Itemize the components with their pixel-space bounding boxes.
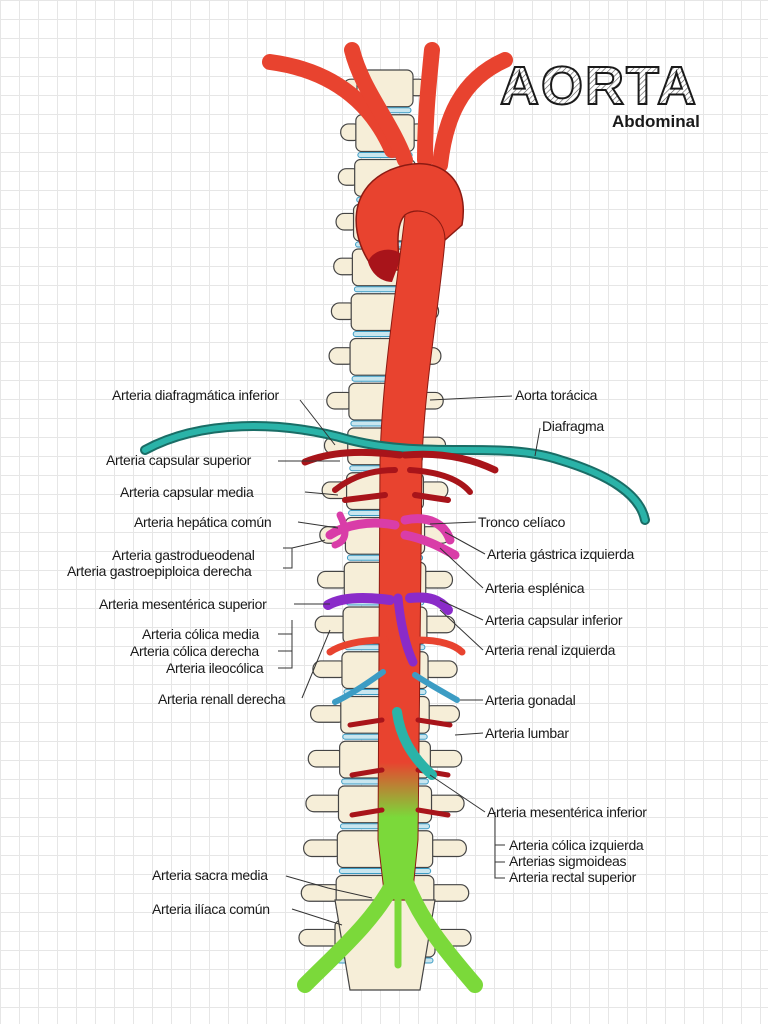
middle-suprarenal-branch	[342, 492, 388, 503]
label-arteria-colica-media: Arteria cólica media	[142, 626, 259, 642]
diaphragm-fill	[142, 423, 648, 523]
label-arteria-esplenica: Arteria esplénica	[485, 580, 585, 596]
iliac-left-bifurcation	[297, 872, 403, 993]
lumbar-right-3	[415, 807, 451, 818]
label-arteria-iliaca-comun: Arteria ilíaca común	[152, 901, 270, 917]
inferior-phrenic-branch-right	[401, 450, 499, 474]
aortic-arch	[355, 163, 464, 271]
descending-aorta	[377, 210, 446, 901]
ascending-aorta-cut	[368, 249, 402, 282]
superior-suprarenal-branch-right	[407, 467, 473, 495]
splenic-branch	[400, 530, 460, 560]
gonadal-left	[332, 669, 386, 705]
subtitle: Abdominal	[612, 112, 700, 131]
label-arteria-hepatica-comun: Arteria hepática común	[134, 514, 271, 530]
title-block: AORTA Abdominal	[499, 55, 700, 131]
superior-suprarenal-branch	[332, 467, 398, 493]
label-arteria-mesenterica-superior: Arteria mesentérica superior	[99, 596, 267, 612]
superior-mesenteric-left	[323, 592, 395, 610]
label-arterias-sigmoideas: Arterias sigmoideas	[509, 853, 627, 869]
label-arteria-gastroduodenal: Arteria gastrodueodenal	[112, 547, 255, 563]
superior-mesenteric-right	[405, 592, 453, 615]
superior-mesenteric-descending	[393, 593, 418, 667]
label-aorta-toracica: Aorta torácica	[515, 387, 598, 403]
label-arteria-colica-derecha: Arteria cólica derecha	[130, 643, 259, 659]
lumbar-left-3	[349, 807, 385, 818]
label-arteria-capsular-media: Arteria capsular media	[120, 484, 254, 500]
left-subclavian-branch	[262, 54, 400, 158]
label-arteria-capsular-inferior: Arteria capsular inferior	[485, 612, 623, 628]
leader-lines	[278, 395, 541, 926]
inferior-mesenteric-artery	[392, 707, 437, 780]
label-arteria-renal-izquierda: Arteria renal izquierda	[485, 642, 616, 658]
renal-left-branch	[326, 636, 389, 656]
label-arteria-gastroepiploica-derecha: Arteria gastroepiploica derecha	[67, 563, 252, 579]
left-gastric-branch	[400, 514, 455, 545]
aortic-arch-branches	[262, 42, 513, 173]
title: AORTA	[500, 56, 698, 116]
label-diafragma: Diafragma	[542, 418, 604, 434]
label-arteria-capsular-superior: Arteria capsular superior	[106, 452, 252, 468]
common-carotid-branch	[344, 42, 413, 168]
label-arteria-colica-izquierda: Arteria cólica izquierda	[509, 837, 644, 853]
label-arteria-gastrica-izquierda: Arteria gástrica izquierda	[487, 546, 635, 562]
aorta	[297, 163, 483, 993]
labels-right: Aorta torácica Diafragma Tronco celíaco …	[478, 387, 648, 885]
abdominal-branches	[301, 448, 499, 818]
label-arteria-ileocolica: Arteria ileocólica	[166, 660, 264, 676]
iliac-right-bifurcation	[397, 872, 483, 993]
brachiocephalic-branch	[417, 42, 440, 168]
lumbar-left-2	[349, 767, 385, 778]
label-arteria-sacra-media: Arteria sacra media	[152, 867, 268, 883]
label-arteria-rectal-superior: Arteria rectal superior	[509, 869, 637, 885]
lumbar-right-1	[415, 717, 453, 728]
label-arteria-diafragmatica-inferior: Arteria diafragmática inferior	[112, 387, 279, 403]
label-arteria-renal-derecha: Arteria renall derecha	[158, 691, 286, 707]
renal-right-branch	[414, 636, 466, 656]
celiac-trunk	[325, 518, 400, 540]
right-arch-branch	[432, 52, 513, 173]
labels-left: Arteria diafragmática inferior Arteria c…	[67, 387, 286, 917]
lumbar-left-1	[347, 717, 385, 728]
common-hepatic-branch	[331, 511, 349, 549]
inferior-phrenic-branch	[301, 448, 404, 466]
label-arteria-lumbar: Arteria lumbar	[485, 725, 569, 741]
label-arteria-mesenterica-inferior: Arteria mesentérica inferior	[487, 804, 647, 820]
label-tronco-celiaco: Tronco celíaco	[478, 514, 566, 530]
middle-suprarenal-branch-right	[412, 492, 451, 503]
gonadal-right	[412, 672, 460, 703]
label-arteria-gonadal: Arteria gonadal	[485, 692, 576, 708]
